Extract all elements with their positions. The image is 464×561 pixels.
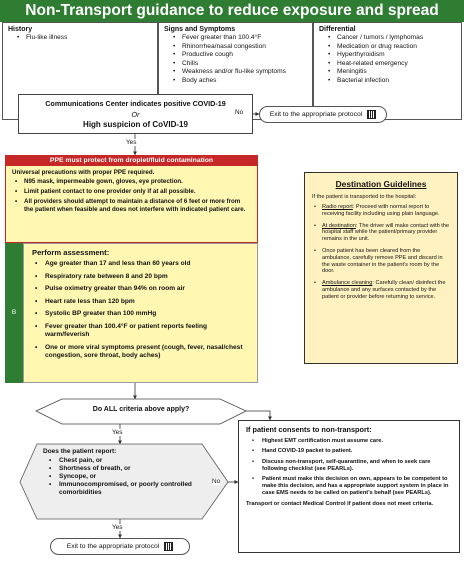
symptom-item: Productive cough: [164, 51, 307, 60]
consent-item: Hand COVID-19 packet to patient.: [246, 448, 452, 455]
connector-decision-to-consent: [246, 410, 272, 421]
qr-code-icon: [164, 542, 174, 551]
consent-lead: If patient consents to non-transport:: [246, 425, 372, 434]
label-yes-1: Yes: [126, 139, 137, 146]
assessment-item: Systolic BP greater than 100 mmHg: [32, 310, 249, 318]
symptom-item: Weakness and/or flu-like symptoms: [164, 68, 307, 77]
destination-title: Destination Guidelines: [335, 179, 427, 189]
assessment-item: Heart rate less than 120 bpm: [32, 298, 249, 306]
history-item: Flu-like illness: [8, 34, 152, 43]
ppe-header: PPE must protect from droplet/fluid cont…: [5, 155, 258, 166]
exit-protocol-2[interactable]: Exit to the appropriate protocol: [50, 538, 190, 555]
destination-item: Ambulance cleaning: Carefully clean/ dis…: [312, 280, 450, 300]
ppe-box: Universal precautions with proper PPE re…: [5, 166, 258, 243]
assessment-item: Fever greater than 100.4°F or patient re…: [32, 323, 249, 339]
comm-line-3: High suspicion of CoVID-19: [83, 120, 188, 129]
report-item: •Shortness of breath, or: [49, 464, 131, 472]
assessment-item: One or more viral symptoms present (coug…: [32, 344, 249, 360]
assessment-item: Pulse oximetry greater than 94% on room …: [32, 285, 249, 293]
comm-line-1: Communications Center indicates positive…: [45, 99, 226, 108]
report-item: •Chest pain, or: [49, 457, 103, 464]
exit-protocol-1[interactable]: Exit to the appropriate protocol: [259, 106, 387, 123]
differential-item: Heat-related emergency: [319, 60, 456, 69]
consent-list: Highest EMT certification must assume ca…: [246, 438, 452, 497]
destination-item: At destination: The driver will make con…: [312, 223, 450, 243]
consent-item: Discuss non-transport, self-quarantine, …: [246, 459, 452, 473]
bullet: •: [49, 457, 52, 464]
differential-item: Meningitis: [319, 68, 456, 77]
destination-text: : The driver will make contact with the …: [322, 222, 450, 243]
destination-term: Radio report: [322, 204, 353, 210]
symptom-item: Rhinorrhea/nasal congestion: [164, 43, 307, 52]
exit-protocol-1-label: Exit to the appropriate protocol: [269, 111, 363, 118]
exit-protocol-2-label: Exit to the appropriate protocol: [66, 543, 160, 550]
destination-text: Once patient has been cleared from the a…: [322, 247, 443, 275]
assessment-item: Age greater than 17 and less than 60 yea…: [32, 260, 249, 268]
report-item: •Syncope, or: [49, 472, 97, 480]
differential-item: Medication or drug reaction: [319, 43, 456, 52]
assessment-list: Age greater than 17 and less than 60 yea…: [32, 260, 249, 360]
ppe-lead: Universal precautions with proper PPE re…: [12, 169, 155, 176]
bullet: •: [49, 480, 52, 488]
decision-1-label: Do ALL criteria above apply?: [92, 406, 190, 413]
signs-list: Fever greater than 100.4°FRhinorrhea/nas…: [164, 34, 307, 86]
differential-item: Cancer / tumors / lymphomas: [319, 34, 456, 43]
label-yes-2: Yes: [112, 429, 123, 436]
page-title: Non-Transport guidance to reduce exposur…: [0, 0, 464, 22]
report-lead: Does the patient report:: [43, 448, 117, 455]
destination-guidelines-box: Destination Guidelines If the patient is…: [304, 172, 458, 364]
destination-term: Ambulance cleaning: [322, 280, 373, 287]
differential-item: Hyperthyroidism: [319, 51, 456, 60]
assessment-box: Perform assessment: Age greater than 17 …: [23, 243, 258, 383]
consent-box: If patient consents to non-transport: Hi…: [238, 420, 460, 553]
comm-line-2: Or: [131, 109, 140, 119]
communications-box: Communications Center indicates positive…: [18, 94, 253, 134]
destination-intro: If the patient is transported to the hos…: [312, 194, 417, 200]
destination-text: : Proceed with normal report to receivin…: [322, 204, 440, 217]
consent-item: Highest EMT certification must assume ca…: [246, 438, 452, 445]
differential-list: Cancer / tumors / lymphomasMedication or…: [319, 34, 456, 86]
label-yes-3: Yes: [112, 524, 123, 531]
assessment-side-bar: B: [5, 243, 23, 383]
ppe-item: All providers should attempt to maintain…: [12, 198, 251, 213]
differential-box: Differential Cancer / tumors / lymphomas…: [313, 22, 462, 120]
history-list: Flu-like illness: [8, 34, 152, 43]
label-no-1: No: [235, 109, 244, 116]
destination-term: At destination: [322, 222, 356, 229]
ppe-item: N95 mask, impermeable gown, gloves, eye …: [12, 178, 251, 186]
label-no-2: No: [212, 478, 221, 485]
assessment-item: Respiratory rate between 8 and 20 bpm: [32, 273, 249, 281]
report-box-outline: [19, 443, 229, 520]
bullet: •: [49, 472, 52, 480]
qr-code-icon: [367, 110, 377, 119]
signs-heading: Signs and Symptoms: [164, 26, 236, 33]
symptom-item: Fever greater than 100.4°F: [164, 34, 307, 43]
consent-footer: Transport or contact Medical Control if …: [246, 500, 434, 507]
report-list: •Chest pain, or•Shortness of breath, or•…: [43, 457, 196, 497]
symptom-item: Body aches: [164, 77, 307, 86]
history-heading: History: [8, 26, 33, 33]
symptom-item: Chills: [164, 60, 307, 69]
report-box: Does the patient report: •Chest pain, or…: [37, 448, 202, 497]
consent-item: Patient must make this decision on own, …: [246, 476, 452, 497]
ppe-item: Limit patient contact to one provider on…: [12, 188, 251, 196]
destination-list: Radio report: Proceed with normal report…: [312, 204, 450, 301]
destination-item: Once patient has been cleared from the a…: [312, 248, 450, 275]
differential-item: Bacterial infection: [319, 77, 456, 86]
ppe-list: N95 mask, impermeable gown, gloves, eye …: [12, 178, 251, 213]
assessment-lead: Perform assessment:: [32, 248, 110, 257]
bullet: •: [49, 464, 52, 472]
destination-text: : Carefully clean/ disinfect the ambulan…: [322, 280, 446, 300]
destination-item: Radio report: Proceed with normal report…: [312, 204, 450, 218]
report-item: •Immunocompromised, or poorly controlled…: [49, 480, 192, 496]
differential-heading: Differential: [319, 26, 356, 33]
